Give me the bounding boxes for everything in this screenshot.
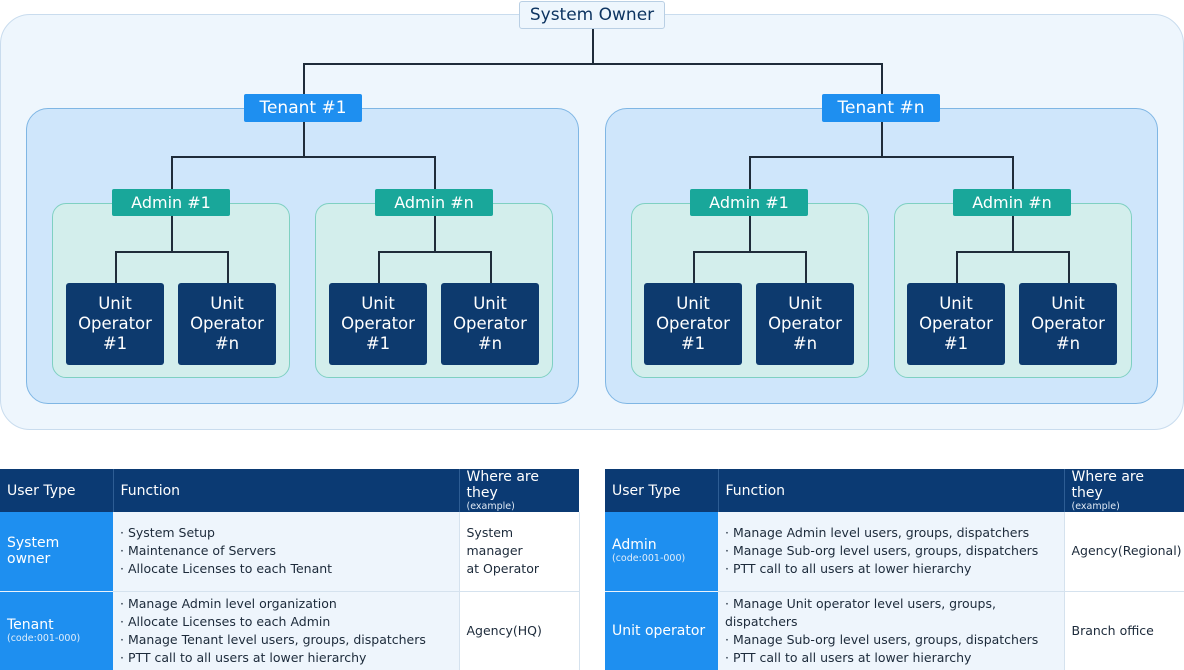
connector-line	[956, 251, 958, 283]
function-cell: Manage Admin level users, groups, dispat…	[718, 512, 1065, 592]
connector-line	[434, 156, 436, 189]
table-row: System owner System Setup Maintenance of…	[0, 512, 580, 592]
function-cell: Manage Admin level organization Allocate…	[113, 591, 460, 670]
header-user-type: User Type	[0, 469, 114, 512]
connector-line	[693, 251, 806, 253]
header-where: Where are they(example)	[459, 469, 579, 512]
connector-line	[881, 63, 883, 94]
where-cell: Agency(Regional)	[1064, 512, 1184, 592]
connector-line	[303, 63, 882, 65]
system-owner-label: System Owner	[519, 1, 665, 29]
connector-line	[227, 251, 229, 283]
where-cell: Agency(HQ)	[459, 591, 580, 670]
function-cell: Manage Unit operator level users, groups…	[718, 591, 1065, 670]
user-type-cell: Unit operator	[605, 591, 718, 670]
user-type-cell: Admin(code:001-000)	[605, 512, 718, 592]
user-type-cell: Tenant(code:001-000)	[0, 591, 113, 670]
user-type-table-left: User Type Function Where are they(exampl…	[0, 469, 580, 670]
connector-line	[592, 29, 594, 64]
user-type-table-right: User Type Function Where are they(exampl…	[605, 469, 1184, 670]
connector-line	[881, 122, 883, 157]
connector-line	[749, 156, 751, 189]
connector-line	[303, 122, 305, 157]
tenant-n-admin-1-label: Admin #1	[690, 189, 808, 216]
tenant-1-label: Tenant #1	[244, 94, 362, 122]
connector-line	[434, 216, 436, 252]
tenant-1-admin-1-label: Admin #1	[112, 189, 230, 216]
table-row: Tenant(code:001-000) Manage Admin level …	[0, 591, 580, 670]
connector-line	[115, 251, 228, 253]
connector-line	[1068, 251, 1070, 283]
connector-line	[171, 156, 173, 189]
connector-line	[171, 156, 435, 158]
connector-line	[378, 251, 491, 253]
connector-line	[805, 251, 807, 283]
tenant-n-label: Tenant #n	[822, 94, 940, 122]
connector-line	[1012, 216, 1014, 252]
header-function: Function	[718, 469, 1065, 512]
connector-line	[490, 251, 492, 283]
function-cell: System Setup Maintenance of Servers Allo…	[113, 512, 460, 592]
where-cell: Branch office	[1064, 591, 1184, 670]
tenant-n-admin-n-label: Admin #n	[953, 189, 1071, 216]
table-row: Admin(code:001-000) Manage Admin level u…	[605, 512, 1184, 592]
user-type-cell: System owner	[0, 512, 113, 592]
connector-line	[171, 216, 173, 252]
connector-line	[378, 251, 380, 283]
connector-line	[303, 63, 305, 94]
connector-line	[693, 251, 695, 283]
tenant-1-admin-n-label: Admin #n	[375, 189, 493, 216]
table-row: Unit operator Manage Unit operator level…	[605, 591, 1184, 670]
header-user-type: User Type	[605, 469, 719, 512]
header-function: Function	[113, 469, 460, 512]
header-where: Where are they(example)	[1064, 469, 1184, 512]
connector-line	[749, 156, 1013, 158]
connector-line	[956, 251, 1069, 253]
connector-line	[115, 251, 117, 283]
connector-line	[749, 216, 751, 252]
connector-line	[1012, 156, 1014, 189]
